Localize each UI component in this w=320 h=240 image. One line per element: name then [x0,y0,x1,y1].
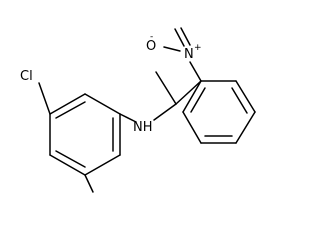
bond-ring-a-3 [84,154,121,176]
nitro-nitrogen-label: N [184,47,194,62]
nitro-nitrogen-charge: + [194,43,202,53]
chlorine-atom-label: Cl [20,69,33,84]
amine-atom-label: NH [133,120,153,135]
bond-ring-amine [119,113,137,123]
bond-amine-methine [153,103,177,121]
bond-nitro-oxygen-double-b [180,27,191,46]
nitro-oxygen-label: O [146,39,156,54]
nitro-oxygen-charge: - [150,32,153,42]
chemical-structure-diagram: Cl NH N + O - [20,27,256,193]
bond-ring-a-6 [49,93,86,115]
bond-ring-b-3 [235,111,256,144]
bond-ring-a-4 [49,154,86,176]
bond-nitro-oxygen-single [163,46,181,52]
bond-methine-methyl [155,71,177,105]
bond-ring-b-2 [235,80,256,113]
bond-ring-b-5 [182,111,202,144]
bond-ring-a-1 [84,93,121,115]
chloro-methyl-benzene-ring [49,93,121,176]
bond-ring-b-2-inner [231,87,248,114]
bond-ring-a-4-inner [55,150,86,168]
bond-ring-a-6-inner [55,101,86,119]
bond-ring-b-6-inner [190,87,206,113]
bond-ring-chlorine [38,82,51,115]
bond-ring-methyl [84,174,94,193]
nitrobenzene-ring [182,80,256,144]
bond-ring-b-6 [182,80,202,113]
bond-nitro-oxygen-double-a [174,28,185,47]
bond-ring-nitro [189,61,202,82]
bond-methine-ring [175,80,202,105]
